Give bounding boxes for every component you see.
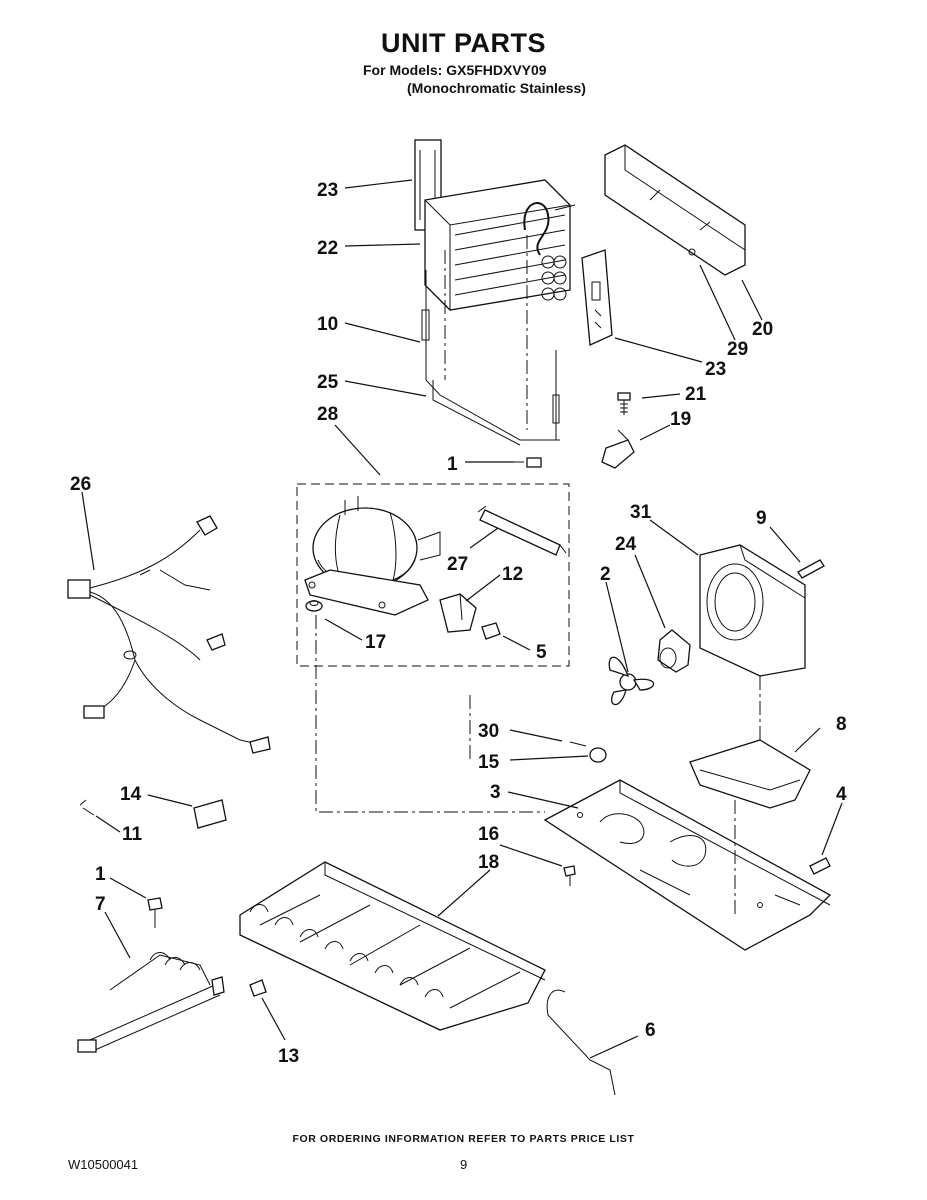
relay-12-part [439, 593, 477, 633]
compressor-group-box [296, 483, 570, 667]
cap-5-part [481, 622, 501, 640]
drain-trough-part [604, 144, 746, 276]
leader-lines [81, 179, 843, 1059]
callout-labels: 23 22 10 25 28 1 27 12 17 5 20 29 23 21 … [70, 180, 847, 1067]
callout-28: 28 [317, 404, 338, 425]
wire-harness-part [67, 515, 271, 754]
callout-12: 12 [502, 564, 523, 585]
callout-6: 6 [645, 1020, 656, 1041]
spacer-30-15-part [569, 741, 607, 763]
callout-31: 31 [630, 502, 652, 523]
callout-11: 11 [122, 824, 143, 845]
callout-9: 9 [756, 508, 767, 529]
compressor-part [304, 496, 441, 616]
screw-4-part [809, 857, 831, 875]
wire-harness-7-part [77, 952, 225, 1053]
callout-19: 19 [670, 409, 691, 430]
finish-line: (Monochromatic Stainless) [407, 80, 586, 96]
control-board-14-part [193, 799, 227, 829]
clip-13-part [249, 979, 267, 997]
page-number: 9 [460, 1157, 468, 1172]
screw-16-part [563, 865, 576, 886]
screw-21-part [617, 392, 631, 415]
callout-27: 27 [447, 554, 468, 575]
callout-4: 4 [836, 784, 847, 805]
ordering-note: FOR ORDERING INFORMATION REFER TO PARTS … [292, 1133, 635, 1145]
callout-20: 20 [752, 319, 773, 340]
callout-10: 10 [317, 314, 338, 335]
callout-16: 16 [478, 824, 499, 845]
callout-18: 18 [478, 852, 499, 873]
callout-2: 2 [600, 564, 611, 585]
callout-1-lower: 1 [95, 864, 106, 885]
fan-motor-part [657, 629, 691, 673]
bolt-1-lower-part [147, 897, 163, 928]
document-number: W10500041 [68, 1157, 139, 1172]
callout-21: 21 [685, 384, 707, 405]
callout-24: 24 [615, 534, 637, 555]
callout-8: 8 [836, 714, 847, 735]
side-bracket-part [581, 249, 613, 346]
callout-13: 13 [278, 1046, 299, 1067]
callout-23-upper: 23 [317, 180, 338, 201]
condenser-coil-part [414, 139, 576, 311]
callout-22: 22 [317, 238, 338, 259]
callout-14: 14 [120, 784, 142, 805]
condenser-18-part [239, 861, 546, 1031]
callout-29: 29 [727, 339, 748, 360]
fan-shroud-part [699, 544, 806, 677]
dryer-27-part [477, 505, 567, 556]
callout-17: 17 [365, 632, 386, 653]
fan-blade-part [608, 656, 655, 706]
models-line: For Models: GX5FHDXVY09 [363, 62, 547, 78]
callout-3: 3 [490, 782, 501, 803]
base-pan-part [543, 779, 832, 951]
callout-5: 5 [536, 642, 547, 663]
bolt-1-upper-part [514, 457, 542, 468]
tray-8-part [689, 739, 811, 809]
clip-19-part [601, 429, 635, 469]
grommet-17-part [305, 600, 323, 612]
wire-6-part [546, 989, 616, 1096]
callout-7: 7 [95, 894, 106, 915]
tube-support-part [421, 235, 560, 446]
callout-25: 25 [317, 372, 339, 393]
clip-11-part [79, 799, 95, 816]
callout-23-lower: 23 [705, 359, 726, 380]
alignment-lines [315, 615, 761, 915]
callout-15: 15 [478, 752, 500, 773]
screw-9-part [797, 559, 825, 579]
callout-26: 26 [70, 474, 91, 495]
callout-30: 30 [478, 721, 499, 742]
callout-1-upper: 1 [447, 454, 458, 475]
page-title: UNIT PARTS [381, 28, 546, 58]
